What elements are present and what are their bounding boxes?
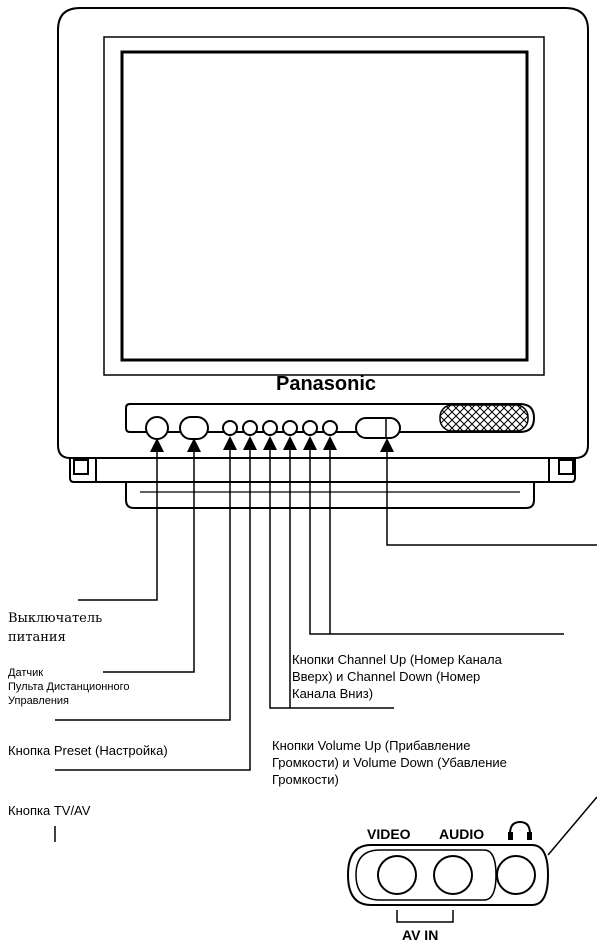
channel-buttons-label: Кнопки Channel Up (Номер Канала Вверх) и… (292, 651, 502, 702)
tv-base (69, 458, 576, 509)
channel-buttons-label-line: Вверх) и Channel Down (Номер (292, 669, 481, 684)
tvav-button-label: Кнопка TV/AV (8, 803, 91, 818)
leader-lines (54, 450, 597, 856)
remote-sensor-label-line: Управления (8, 695, 69, 707)
av-jack-door[interactable] (355, 417, 401, 439)
audio-label: AUDIO (439, 826, 485, 842)
tv-body (57, 7, 589, 459)
volume-down-button[interactable] (262, 420, 278, 436)
channel-buttons-label-line: Кнопки Channel Up (Номер Канала (292, 652, 502, 667)
power-switch-label-line: Выключатель (8, 611, 103, 626)
volume-up-button[interactable] (282, 420, 298, 436)
av-in-bracket (396, 910, 454, 923)
remote-sensor-label-line: Пульта Дистанционного (8, 681, 130, 693)
volume-buttons-label-line: Кнопки Volume Up (Прибавление (272, 738, 471, 753)
video-label: VIDEO (367, 826, 411, 842)
speaker-grill (439, 404, 529, 432)
headphone-jack[interactable] (496, 855, 536, 895)
power-switch-label: Выключатель питания (8, 609, 102, 647)
audio-jack[interactable] (433, 855, 473, 895)
preset-button[interactable] (242, 420, 258, 436)
preset-button-label: Кнопка Preset (Настройка) (8, 743, 168, 758)
channel-buttons-label-line: Канала Вниз) (292, 686, 374, 701)
video-jack[interactable] (377, 855, 417, 895)
channel-up-button[interactable] (322, 420, 338, 436)
arrowheads (150, 436, 394, 452)
remote-sensor-label: Датчик Пульта Дистанционного Управления (8, 666, 129, 708)
tvav-button[interactable] (222, 420, 238, 436)
remote-sensor-label-line: Датчик (8, 667, 44, 679)
power-switch-label-line: питания (8, 630, 66, 645)
channel-down-button[interactable] (302, 420, 318, 436)
headphones-icon (508, 820, 532, 840)
brand-logo: Panasonic (276, 373, 377, 395)
power-button[interactable] (145, 416, 169, 440)
av-jack-panel (346, 844, 550, 906)
volume-buttons-label-line: Громкости) и Volume Down (Убавление (272, 755, 507, 770)
av-in-label: AV IN (402, 927, 439, 943)
volume-buttons-label: Кнопки Volume Up (Прибавление Громкости)… (272, 737, 507, 788)
remote-sensor-window (179, 416, 209, 440)
volume-buttons-label-line: Громкости) (272, 772, 339, 787)
